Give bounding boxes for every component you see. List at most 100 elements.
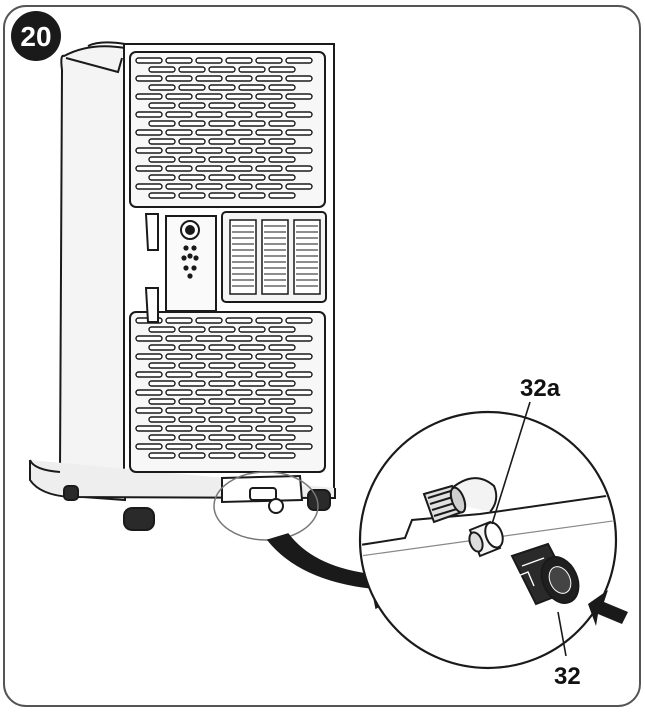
grille-slot xyxy=(135,335,163,342)
unit-side-panel xyxy=(58,45,126,502)
grille-slot xyxy=(195,443,223,450)
grille-slot xyxy=(268,434,296,441)
grille-slot xyxy=(225,407,253,414)
grille-slot xyxy=(255,93,283,100)
grille-slot xyxy=(238,192,266,199)
grille-slot xyxy=(255,371,283,378)
grille-slot xyxy=(195,407,223,414)
grille-slot xyxy=(148,66,176,73)
grille-slot xyxy=(178,174,206,181)
grille-slot xyxy=(255,75,283,82)
grille-slot xyxy=(135,353,163,360)
grille-slot xyxy=(165,57,193,64)
grille-slot xyxy=(178,416,206,423)
grille-slot xyxy=(195,183,223,190)
middle-section xyxy=(144,211,327,323)
grille-slot xyxy=(148,138,176,145)
grille-slot xyxy=(225,389,253,396)
grille-slot xyxy=(238,362,266,369)
grille-slot xyxy=(268,362,296,369)
grille-slot xyxy=(255,165,283,172)
grille-slot xyxy=(195,129,223,136)
grille-slot xyxy=(285,317,313,324)
grille-slot xyxy=(268,452,296,459)
grille-slot xyxy=(285,443,313,450)
grille-slot xyxy=(195,371,223,378)
grille-slot xyxy=(208,398,236,405)
grille-slot xyxy=(148,326,176,333)
grille-slot xyxy=(238,326,266,333)
grille-slot xyxy=(135,57,163,64)
grille-slot xyxy=(195,165,223,172)
grille-slot xyxy=(225,111,253,118)
threaded-spout xyxy=(422,484,467,524)
filter-panel xyxy=(293,219,321,295)
grille-slot xyxy=(225,165,253,172)
grille-slot xyxy=(178,66,206,73)
grille-slot xyxy=(268,102,296,109)
plate-symbol xyxy=(181,245,199,279)
grille-slot xyxy=(165,407,193,414)
grille-slot xyxy=(165,129,193,136)
grille-slot xyxy=(285,407,313,414)
wheel-right xyxy=(307,489,331,511)
grille-slot xyxy=(195,75,223,82)
grille-slot xyxy=(165,147,193,154)
grille-slot xyxy=(165,371,193,378)
grille-slot xyxy=(255,425,283,432)
grille-slot xyxy=(148,416,176,423)
grille-slot xyxy=(135,389,163,396)
drain-plug-32a xyxy=(468,520,504,558)
grille-slot xyxy=(148,102,176,109)
grille-slot xyxy=(238,102,266,109)
grille-slot xyxy=(268,120,296,127)
grille-slot xyxy=(208,344,236,351)
grille-slot xyxy=(208,326,236,333)
grille-slot xyxy=(208,138,236,145)
leader-line-32 xyxy=(557,611,567,657)
grille-slot xyxy=(135,147,163,154)
grille-slot xyxy=(238,138,266,145)
cord-hook-lower xyxy=(144,287,159,323)
grille-slot xyxy=(135,425,163,432)
grille-slot xyxy=(285,147,313,154)
wheel-front xyxy=(123,507,155,531)
drain-cap-small xyxy=(268,498,284,514)
grille-slot xyxy=(178,102,206,109)
grille-slot xyxy=(195,389,223,396)
grille-slot xyxy=(165,165,193,172)
grille-slot xyxy=(238,416,266,423)
grille-slot xyxy=(178,326,206,333)
unit-edge-line xyxy=(362,493,614,546)
grille-slot xyxy=(255,111,283,118)
grille-slot xyxy=(268,326,296,333)
grille-slot xyxy=(165,389,193,396)
drain-outlet-small xyxy=(221,474,304,514)
grille-slot xyxy=(238,66,266,73)
grille-slot xyxy=(208,120,236,127)
grille-slot xyxy=(268,138,296,145)
grille-slot xyxy=(255,57,283,64)
grille-slot xyxy=(148,362,176,369)
label-32a: 32a xyxy=(520,375,561,402)
grille-slot xyxy=(238,398,266,405)
wheel-rear xyxy=(63,485,79,501)
grille-slot xyxy=(208,380,236,387)
grille-slot xyxy=(165,111,193,118)
grille-slot xyxy=(135,371,163,378)
grille-slot xyxy=(238,344,266,351)
lower-grille-slots xyxy=(135,317,313,459)
grille-slot xyxy=(195,335,223,342)
grille-slot xyxy=(195,111,223,118)
drain-spout-small xyxy=(249,487,277,501)
grille-slot xyxy=(238,156,266,163)
grille-slot xyxy=(238,84,266,91)
grille-slot xyxy=(208,156,236,163)
grille-slot xyxy=(178,380,206,387)
grille-slot xyxy=(178,452,206,459)
grille-slot xyxy=(225,371,253,378)
grille-slot xyxy=(165,443,193,450)
grille-slot xyxy=(255,443,283,450)
grille-slot xyxy=(225,353,253,360)
